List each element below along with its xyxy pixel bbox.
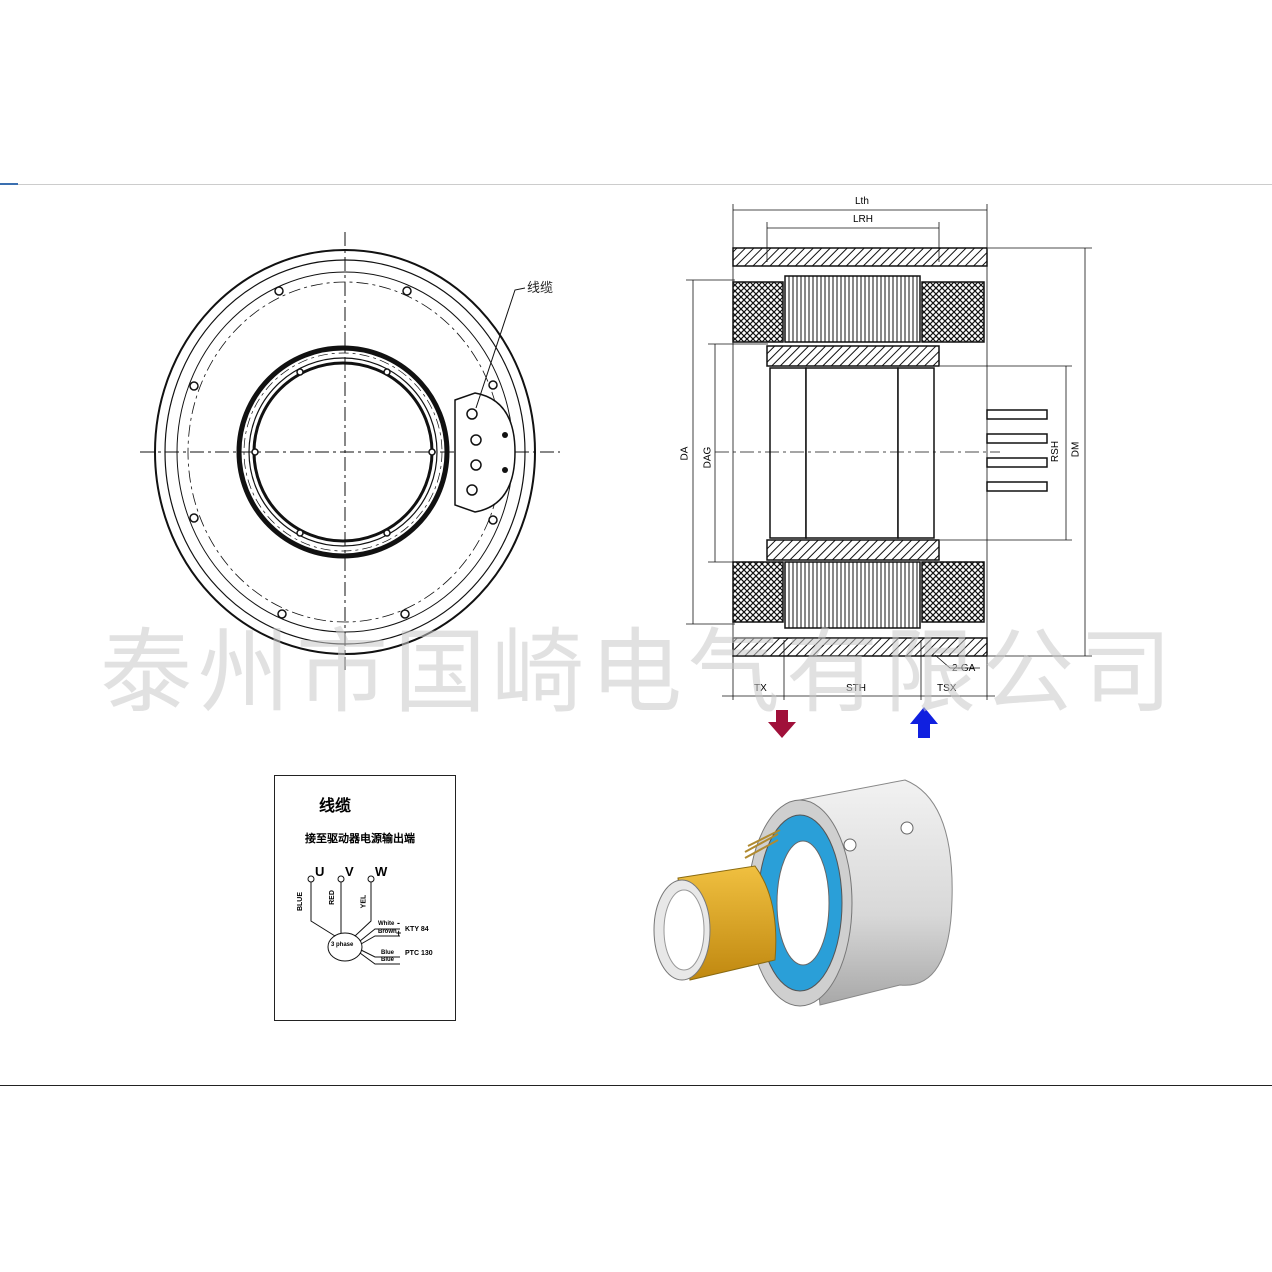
bottom-divider	[0, 1085, 1272, 1086]
sensor-ptc130: PTC 130	[405, 950, 433, 957]
top-divider	[0, 184, 1272, 185]
cable-label: 线缆	[527, 280, 554, 295]
wire-brown: Brown	[378, 929, 397, 935]
dim-sth: STH	[846, 683, 866, 694]
wiring-lines	[307, 875, 400, 965]
wiring-diagram: 线缆 接至驱动器电源输出端 U V W BLUE RED YEL 3 phase…	[274, 775, 456, 1021]
wire-white: White	[378, 921, 395, 927]
wiring-title: 线缆	[319, 798, 352, 815]
wire-blue-2: Blue	[381, 957, 395, 963]
sensor-kty84: KTY 84	[405, 926, 429, 933]
dim-lrh: LRH	[853, 214, 874, 225]
dim-2-ga: 2-GA	[952, 663, 976, 674]
phase-w: W	[375, 864, 388, 879]
dim-tx: TX	[754, 683, 767, 694]
sign-minus: -	[397, 918, 400, 928]
phase-u: U	[315, 864, 325, 879]
motor-3-phase: 3 phase	[331, 942, 354, 948]
watermark: 泰州市国崎电气有限公司	[100, 619, 1179, 726]
top-marker	[0, 183, 18, 185]
dim-tsx: TSX	[937, 683, 957, 694]
wire-blue-1: Blue	[381, 950, 395, 956]
dim-lth: Lth	[855, 196, 869, 207]
phase-v: V	[345, 864, 354, 879]
wiring-subtitle: 接至驱动器电源输出端	[305, 833, 415, 845]
sign-plus: +	[396, 928, 402, 938]
